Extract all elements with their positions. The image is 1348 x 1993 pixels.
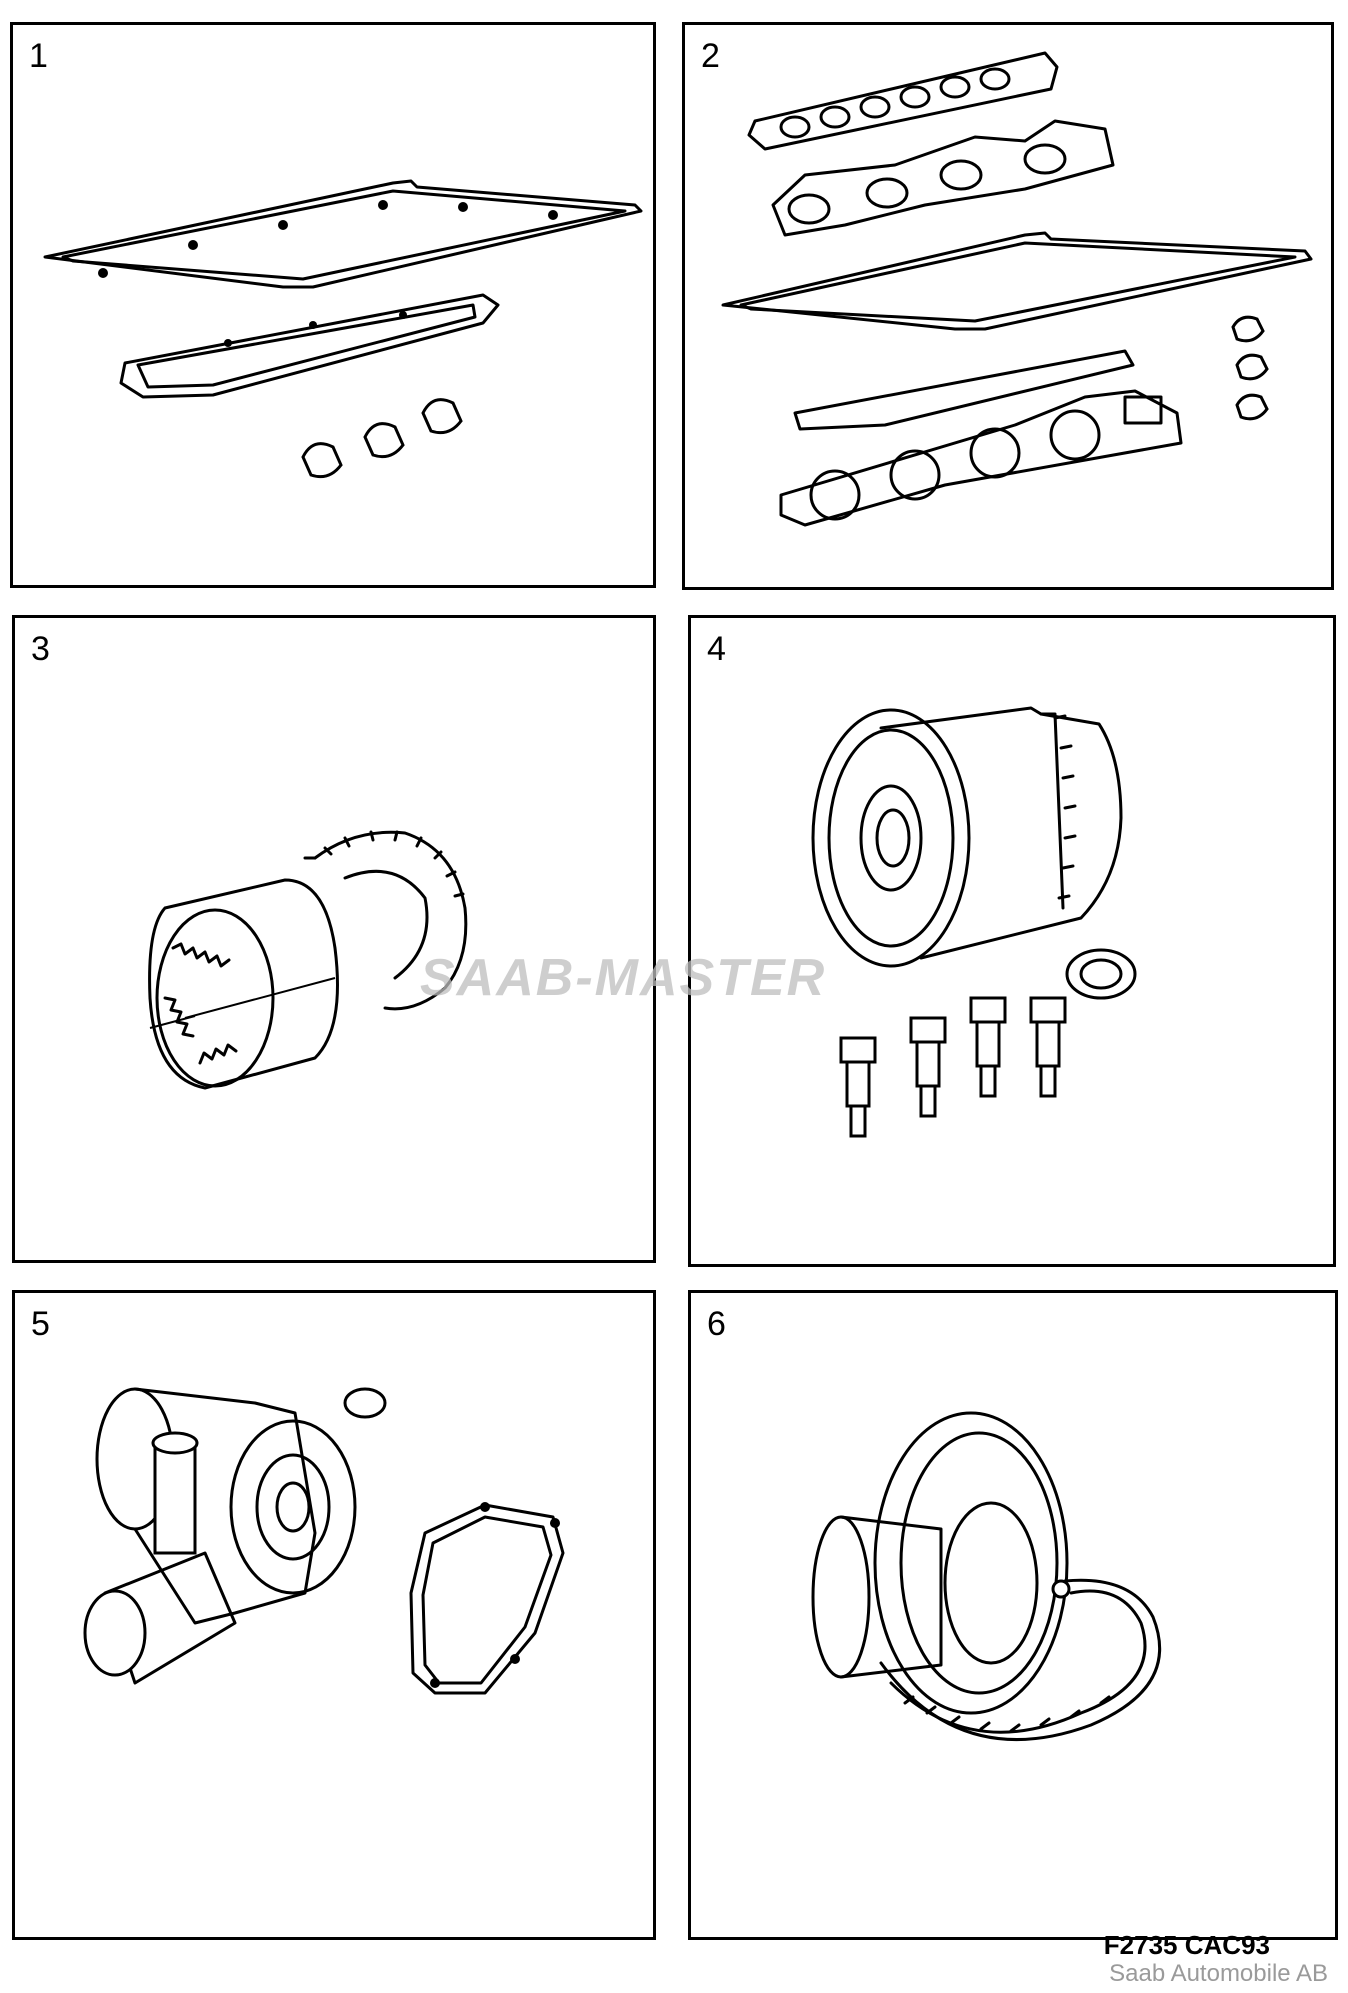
panel-number: 1 (29, 37, 48, 75)
spark-plug-2 (909, 1016, 947, 1118)
timing-gear-illustration (148, 830, 468, 1090)
spark-plug-4 (1029, 996, 1067, 1098)
panel-2: 2 (682, 22, 1334, 590)
thermostat-illustration (811, 1411, 1162, 1742)
oil-filter-spark-plugs-illustration (811, 706, 1137, 1138)
panel-number: 2 (701, 37, 720, 75)
figure-code: F2735 CAC93 (1103, 1930, 1270, 1960)
spark-plug-3 (969, 996, 1007, 1098)
spark-plug-1 (839, 1036, 877, 1138)
water-pump-illustration (83, 1387, 565, 1695)
panel-4: 4 (688, 615, 1336, 1267)
valve-cover-gasket-illustration (43, 179, 643, 479)
panel-number: 6 (707, 1305, 726, 1343)
panel-number: 5 (31, 1305, 50, 1343)
panel-1: 1 (10, 22, 656, 588)
head-gasket-set-illustration (721, 51, 1313, 527)
panel-5: 5 (12, 1290, 656, 1940)
panel-number: 4 (707, 630, 726, 668)
panel-number: 3 (31, 630, 50, 668)
credit-line: Saab Automobile AB (1109, 1960, 1328, 1987)
panel-6: 6 (688, 1290, 1338, 1940)
panel-3: 3 (12, 615, 656, 1263)
